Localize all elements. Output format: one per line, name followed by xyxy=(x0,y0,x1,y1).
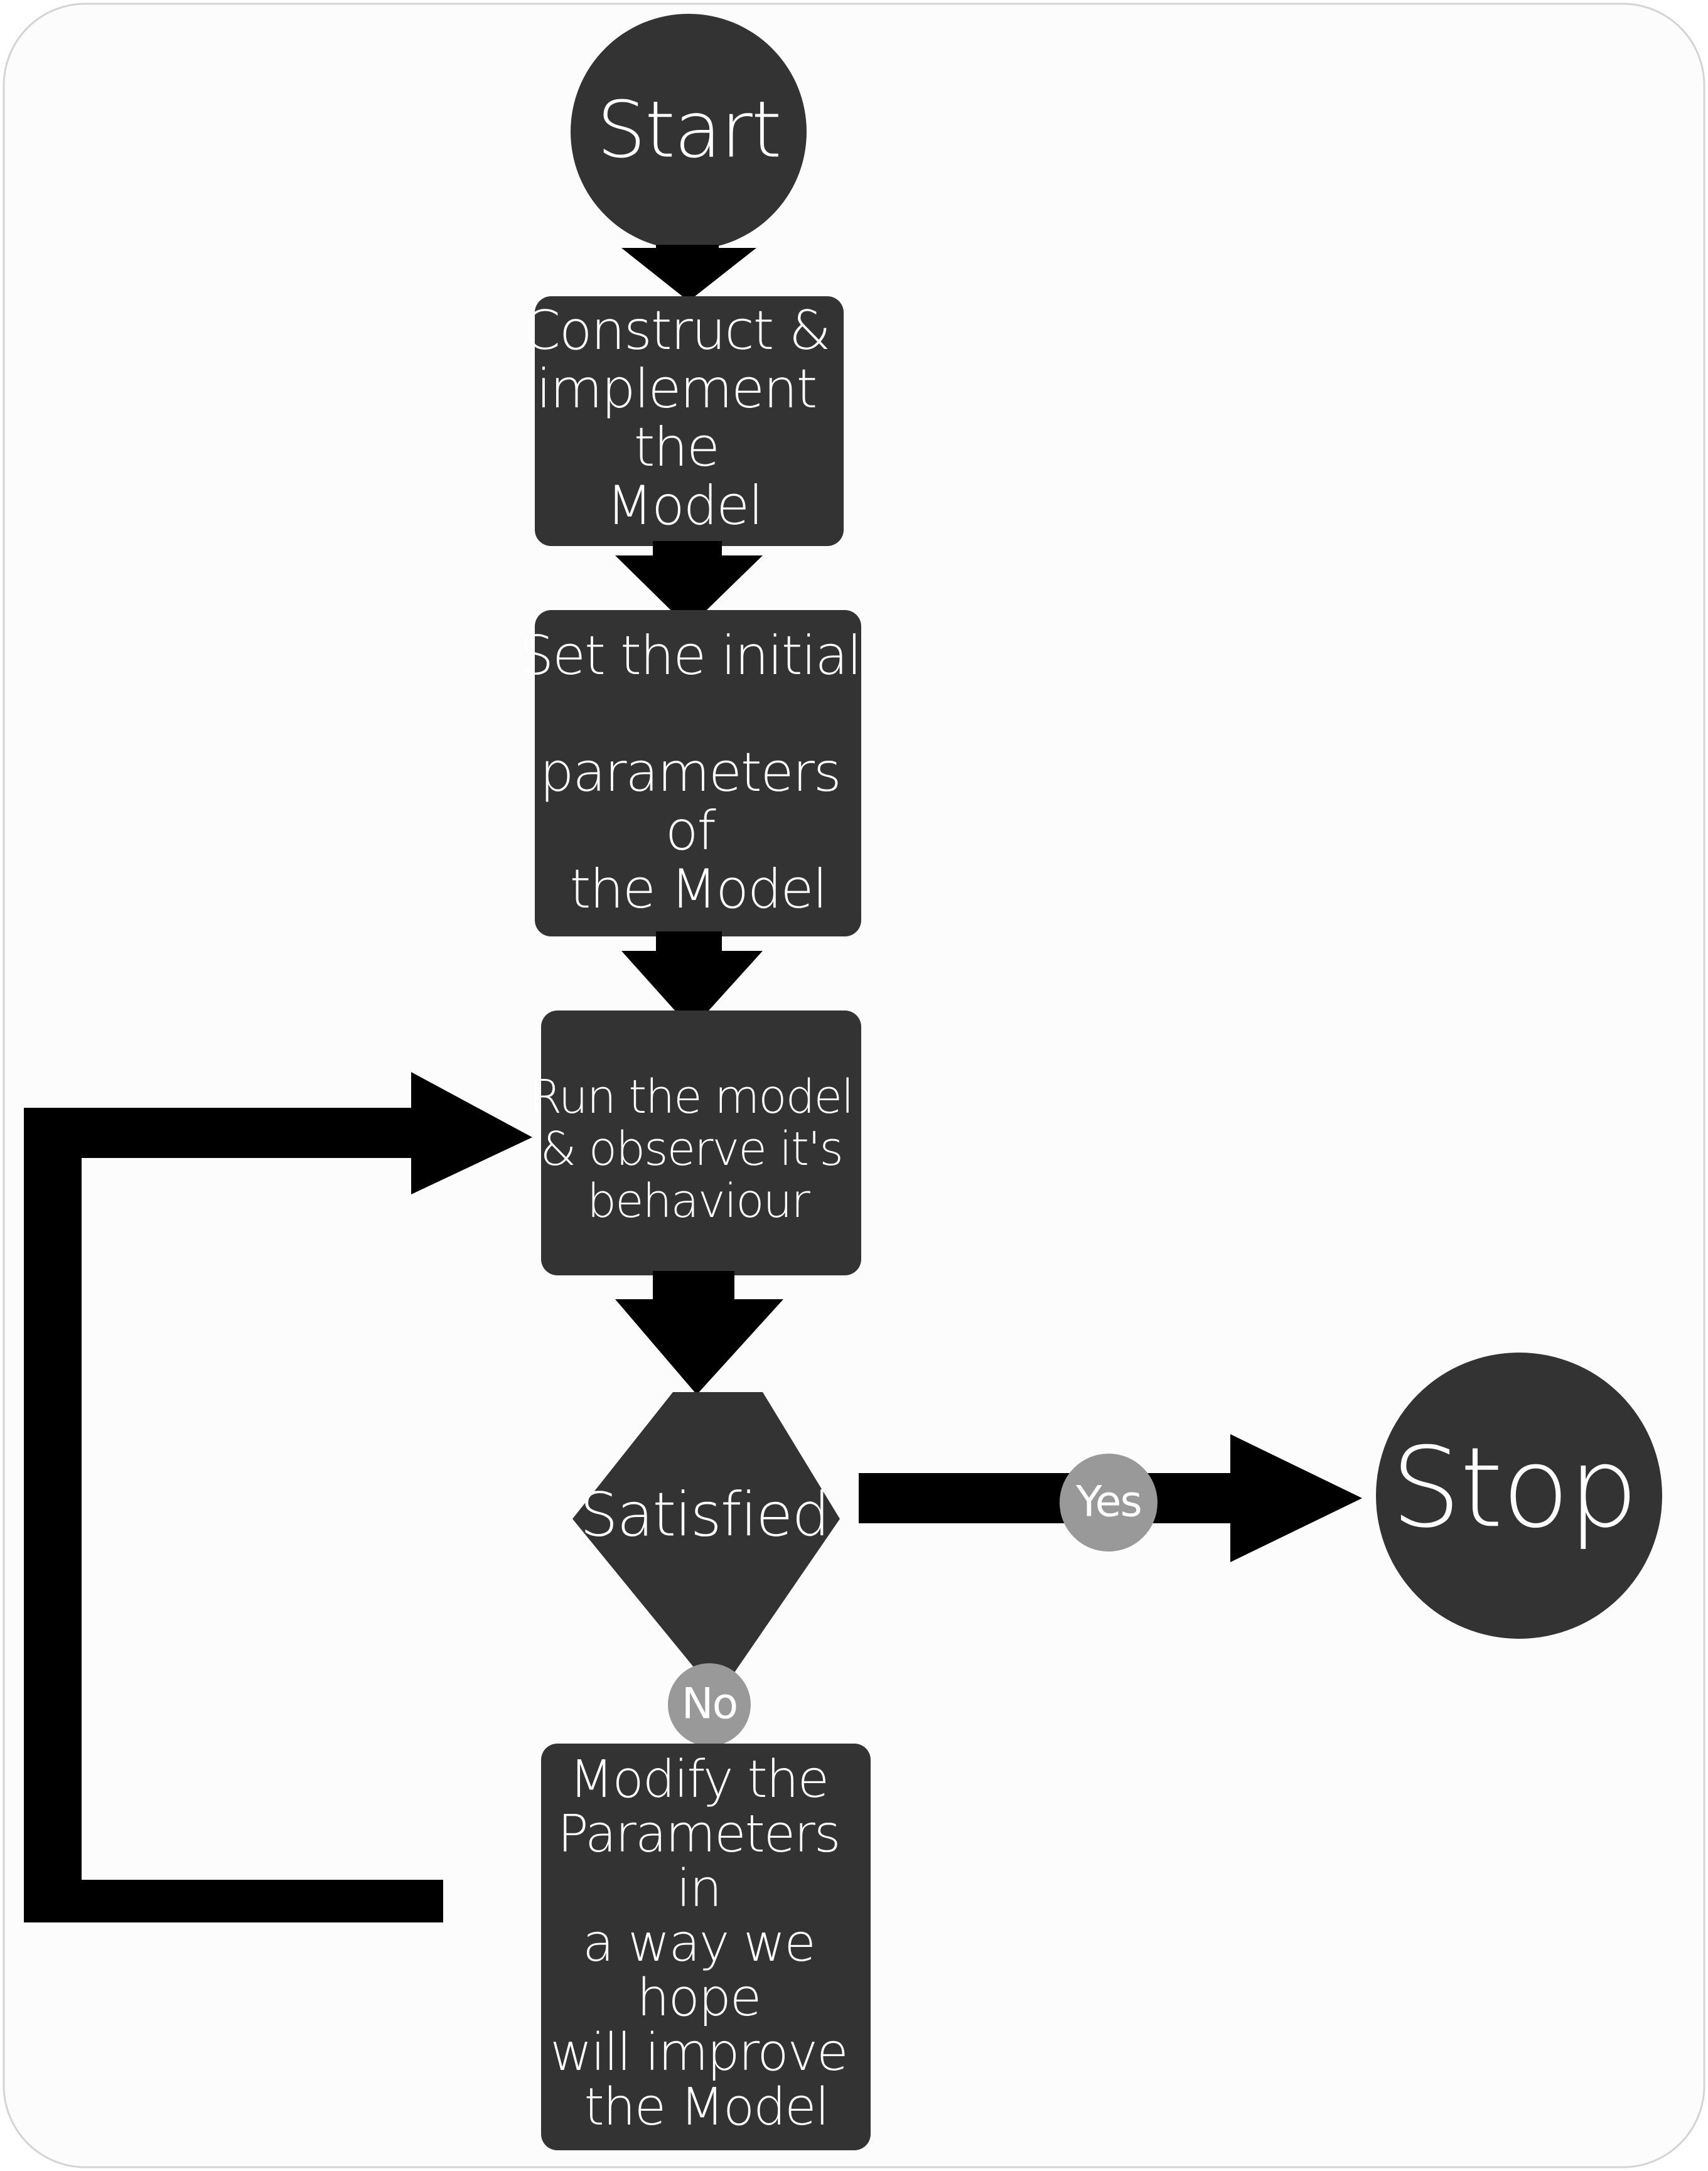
satisfied-decision xyxy=(572,1392,840,1677)
modify-line-5: hope xyxy=(637,1968,761,2028)
yes-label: Yes xyxy=(1075,1477,1141,1527)
arrow-start-to-construct xyxy=(621,245,756,301)
stop-node xyxy=(1376,1353,1662,1639)
construct-line-2: implement xyxy=(536,358,816,421)
construct-line-1: Construct & xyxy=(523,299,830,362)
set-line-5: the Model xyxy=(570,858,827,921)
set-line-3: parameters xyxy=(540,741,841,804)
run-line-3: behaviour xyxy=(587,1174,810,1228)
construct-line-3: the xyxy=(634,416,719,479)
start-label: Start xyxy=(597,85,781,175)
modify-line-4: a way we xyxy=(583,1914,815,1973)
construct-line-4: Model xyxy=(606,474,762,537)
set-line-1: Set the initial xyxy=(520,624,861,687)
construct-model-label: Construct & implement the Model xyxy=(523,299,846,537)
arrow-run-to-decision xyxy=(615,1271,783,1395)
feedback-top-bar xyxy=(24,1108,421,1158)
stop-label: Stop xyxy=(1391,1423,1637,1552)
feedback-bottom-bar xyxy=(24,1880,443,1922)
set-line-4: of xyxy=(665,800,716,862)
set-initial-parameters-box xyxy=(535,610,861,936)
arrow-set-to-run xyxy=(621,931,763,1029)
run-model-box xyxy=(541,1010,861,1275)
satisfied-label: Satisfied xyxy=(580,1479,829,1550)
yes-connector-bar xyxy=(859,1473,1235,1523)
arrow-construct-to-set xyxy=(615,541,763,628)
modify-parameters-box xyxy=(541,1744,871,2150)
no-label: No xyxy=(682,1680,737,1729)
feedback-arrowhead xyxy=(411,1072,532,1194)
yes-arrowhead xyxy=(1230,1434,1362,1562)
start-node xyxy=(571,14,807,250)
yes-badge xyxy=(1060,1454,1157,1552)
construct-model-box xyxy=(535,296,844,546)
run-line-2: & observe it's xyxy=(540,1122,842,1176)
no-badge xyxy=(668,1663,751,1746)
modify-line-1: Modify the xyxy=(569,1750,828,1809)
modify-line-2: Parameters xyxy=(557,1804,839,1864)
modify-line-7: the Model xyxy=(584,2077,829,2137)
modify-line-3: in xyxy=(677,1859,721,1919)
set-initial-parameters-label: Set the initial parameters of the Model xyxy=(520,624,877,921)
feedback-left-bar xyxy=(24,1108,82,1922)
modify-line-6: will improve xyxy=(550,2023,847,2083)
modify-parameters-label: Modify the Parameters in a way we hope w… xyxy=(550,1750,862,2137)
run-model-label: Run the model & observe it's behaviour xyxy=(530,1070,866,1228)
run-line-1: Run the model xyxy=(530,1070,853,1124)
